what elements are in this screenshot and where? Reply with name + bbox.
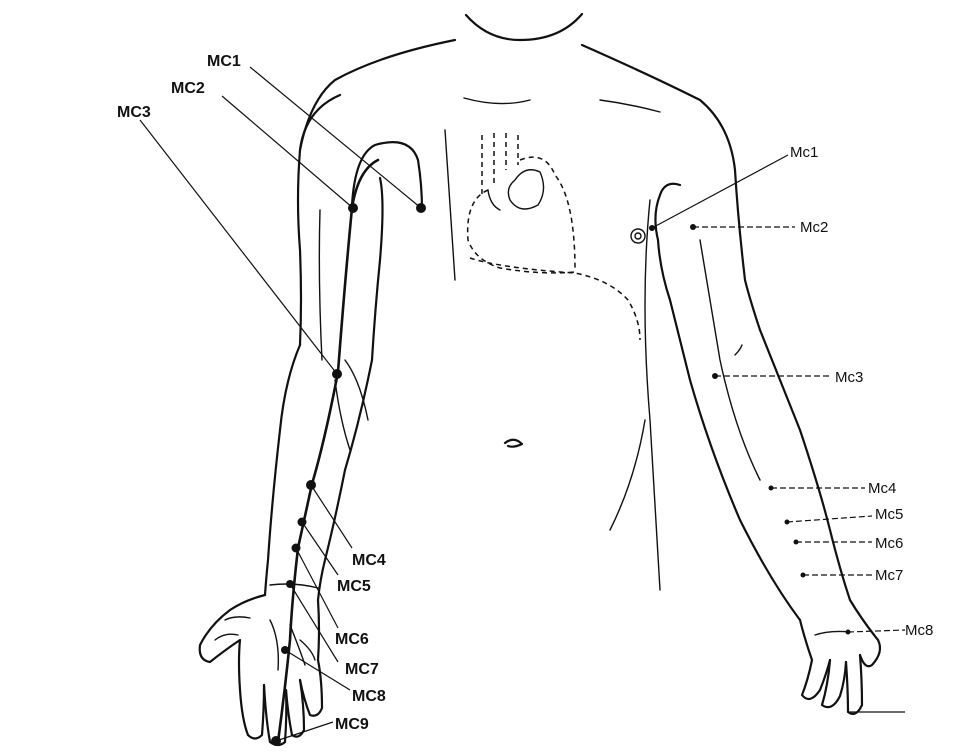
label-mc3: MC3 bbox=[117, 104, 151, 121]
label-mc6: MC6 bbox=[335, 631, 369, 648]
label-mc5: MC5 bbox=[337, 578, 371, 595]
right-leaders bbox=[651, 154, 906, 713]
right-acupoints bbox=[649, 224, 851, 635]
label-mc1: MC1 bbox=[207, 53, 241, 70]
label-right-mc2: Mc2 bbox=[800, 219, 828, 236]
label-mc8: MC8 bbox=[352, 688, 386, 705]
label-right-mc6: Mc6 bbox=[875, 535, 903, 552]
label-right-mc5: Mc5 bbox=[875, 506, 903, 523]
right-labels: Mc1 Mc2 Mc3 Mc4 Mc5 Mc6 Mc7 Mc8 bbox=[790, 144, 933, 639]
label-mc9: MC9 bbox=[335, 716, 369, 733]
right-arm bbox=[654, 182, 882, 715]
heart-outline bbox=[466, 133, 641, 341]
label-mc4: MC4 bbox=[352, 552, 386, 569]
label-mc2: MC2 bbox=[171, 80, 205, 97]
label-right-mc1: Mc1 bbox=[790, 144, 818, 161]
label-right-mc8: Mc8 bbox=[905, 622, 933, 639]
body-outline bbox=[296, 12, 762, 591]
label-right-mc4: Mc4 bbox=[868, 480, 896, 497]
left-leaders bbox=[139, 66, 422, 742]
label-right-mc7: Mc7 bbox=[875, 567, 903, 584]
left-arm bbox=[198, 93, 424, 747]
label-mc7: MC7 bbox=[345, 661, 379, 678]
left-labels: MC1 MC2 MC3 MC4 MC5 MC6 MC7 MC8 MC9 bbox=[117, 53, 386, 733]
label-right-mc3: Mc3 bbox=[835, 369, 863, 386]
